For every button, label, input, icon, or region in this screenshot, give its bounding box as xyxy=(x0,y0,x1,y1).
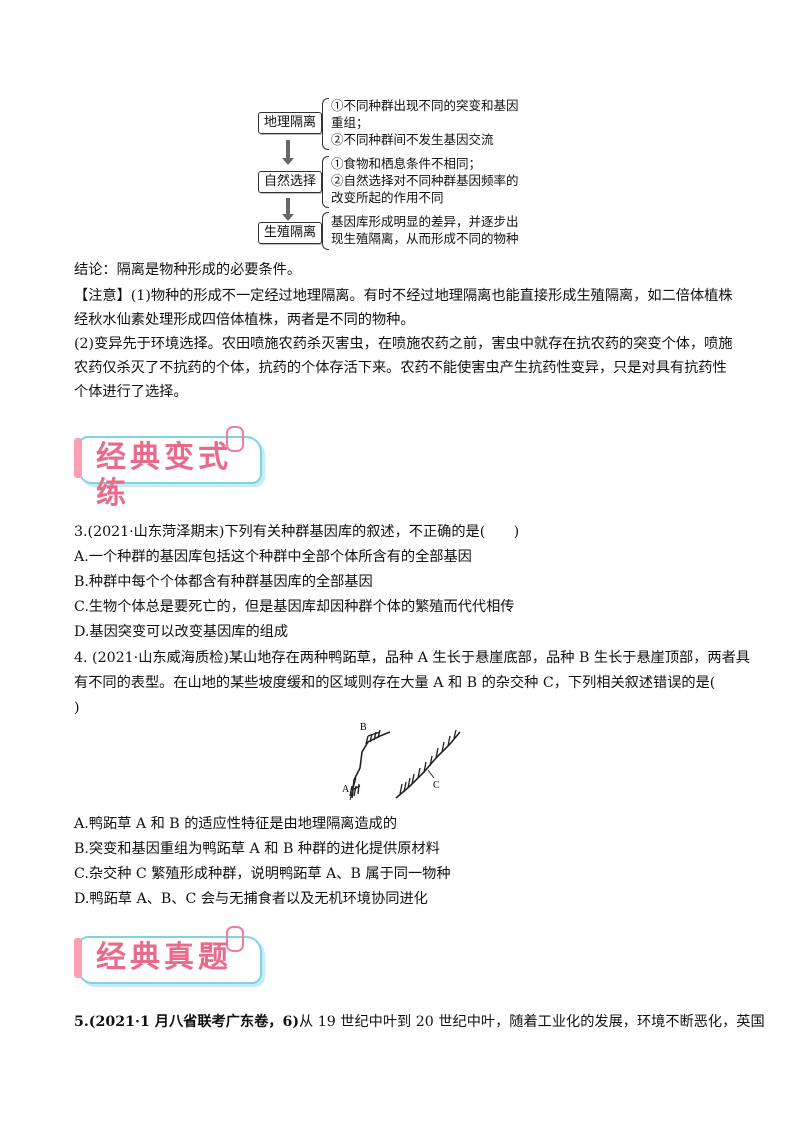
cliff-outline xyxy=(351,731,391,799)
cliff-plant-figure: B A C xyxy=(342,722,461,801)
answer-option: C.生物个体总是要死亡的，但是基因库却因种群个体的繁殖而代代相传 xyxy=(74,599,515,615)
question-stem: 5.(2021·1 月八省联考广东卷，6)从 19 世纪中叶到 20 世纪中叶，… xyxy=(74,1012,765,1032)
banner-frame xyxy=(78,436,262,484)
plant-cluster-a xyxy=(349,783,361,797)
stage-geographic-isolation: 地理隔离 xyxy=(258,112,322,134)
plant-cluster-c xyxy=(399,729,457,795)
note-text: (1)物种的形成不一定经过地理隔离。有时不经过地理隔离也能直接形成生殖隔离，如二… xyxy=(130,288,733,304)
arrow-head-icon xyxy=(282,214,294,221)
diagram-note: 重组； xyxy=(331,115,369,130)
plant-cluster-b xyxy=(365,729,381,745)
answer-option: A.一个种群的基因库包括这个种群中全部个体所含有的全部基因 xyxy=(74,549,472,565)
banner-accent xyxy=(74,438,82,478)
question-text: 从 19 世纪中叶到 20 世纪中叶，随着工业化的发展，环境不断恶化，英国 xyxy=(299,1014,765,1030)
diagram-note: 改变所起的作用不同 xyxy=(331,190,444,205)
section-title: 经典真题 xyxy=(96,940,232,975)
diagram-note: ②自然选择对不同种群基因频率的 xyxy=(331,173,519,188)
diagram-note: ①不同种群出现不同的突变和基因 xyxy=(331,98,519,113)
arrow-head-icon xyxy=(282,158,294,165)
section-banner: 经典真题 xyxy=(74,926,264,984)
answer-option: C.杂交种 C 繁殖形成种群，说明鸭跖草 A、B 属于同一物种 xyxy=(74,866,451,882)
diagram-note: 基因库形成明显的差异，并逐步出 xyxy=(331,214,519,229)
note-label: 【注意】 xyxy=(74,288,131,304)
question-source: 5.(2021·1 月八省联考广东卷，6) xyxy=(74,1014,300,1030)
note-line: (2)变异先于环境选择。农田喷施农药杀灭害虫，在喷施农药之前，害虫中就存在抗农药… xyxy=(74,336,733,352)
pointer-line xyxy=(427,769,435,779)
note-line: 个体进行了选择。 xyxy=(74,384,188,400)
paperclip-icon xyxy=(226,926,244,952)
down-arrow xyxy=(286,140,290,160)
section-title: 经典变式练 xyxy=(96,440,232,511)
note-line: 农药仅杀灭了不抗药的个体，抗药的个体存活下来。农药不能使害虫产生抗药性变异，只是… xyxy=(74,360,727,376)
answer-option: B.突变和基因重组为鸭跖草 A 和 B 种群的进化提供原材料 xyxy=(74,841,440,857)
banner-frame xyxy=(78,936,262,984)
question-stem: 有不同的表型。在山地的某些坡度缓和的区域则存在大量 A 和 B 的杂交种 C，下… xyxy=(74,675,716,691)
figure-label: A xyxy=(342,784,350,795)
figure-label: B xyxy=(360,722,367,733)
brace xyxy=(322,212,329,250)
question-stem: ) xyxy=(74,700,80,716)
note-line: 【注意】(1)物种的形成不一定经过地理隔离。有时不经过地理隔离也能直接形成生殖隔… xyxy=(74,286,733,306)
banner-accent xyxy=(74,938,82,978)
note-line: 经秋水仙素处理形成四倍体植株，两者是不同的物种。 xyxy=(74,312,415,328)
brace xyxy=(322,156,329,208)
answer-option: A.鸭跖草 A 和 B 的适应性特征是由地理隔离造成的 xyxy=(74,816,398,832)
question-stem: 4. (2021·山东威海质检)某山地存在两种鸭跖草，品种 A 生长于悬崖底部，… xyxy=(74,650,750,666)
section-banner: 经典变式练 xyxy=(74,426,264,511)
paperclip-icon xyxy=(226,426,244,452)
stage-reproductive-isolation: 生殖隔离 xyxy=(258,222,322,244)
answer-option: D.基因突变可以改变基因库的组成 xyxy=(74,624,289,640)
diagram-note: ①食物和栖息条件不相同； xyxy=(331,156,482,171)
diagram-note: ②不同种群间不发生基因交流 xyxy=(331,132,494,147)
question-stem: 3.(2021·山东菏泽期末)下列有关种群基因库的叙述，不正确的是( ) xyxy=(74,524,520,540)
diagram-note: 现生殖隔离，从而形成不同的物种 xyxy=(331,231,519,246)
figure-label: C xyxy=(433,780,440,791)
brace xyxy=(322,98,329,150)
answer-option: D.鸭跖草 A、B、C 会与无捕食者以及无机环境协同进化 xyxy=(74,891,428,907)
answer-option: B.种群中每个个体都含有种群基因库的全部基因 xyxy=(74,574,373,590)
conclusion: 结论：隔离是物种形成的必要条件。 xyxy=(74,262,302,278)
down-arrow xyxy=(286,198,290,216)
slope-outline xyxy=(395,731,461,799)
stage-natural-selection: 自然选择 xyxy=(258,171,322,193)
